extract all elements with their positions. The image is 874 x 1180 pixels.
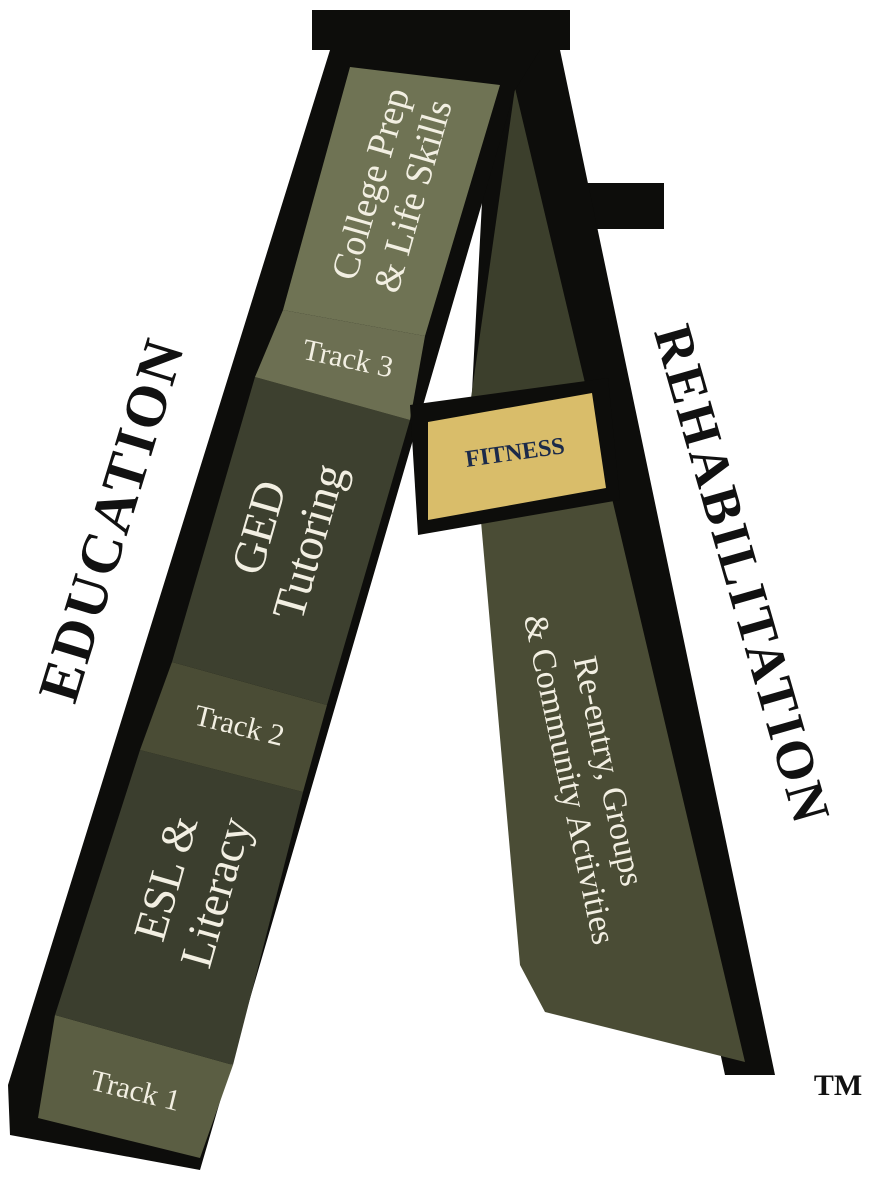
esl-panel <box>55 750 303 1065</box>
track2-panel <box>140 662 327 792</box>
right-leg-upper-panel <box>470 88 585 405</box>
ladder-top-cap <box>312 10 570 50</box>
track1-panel <box>38 1015 233 1158</box>
trademark-mark: TM <box>814 1069 862 1102</box>
reentry-panel <box>480 490 745 1062</box>
ged-panel <box>172 377 410 705</box>
track3-panel <box>255 310 425 420</box>
college-panel <box>283 67 500 336</box>
fitness-plank <box>428 393 606 520</box>
